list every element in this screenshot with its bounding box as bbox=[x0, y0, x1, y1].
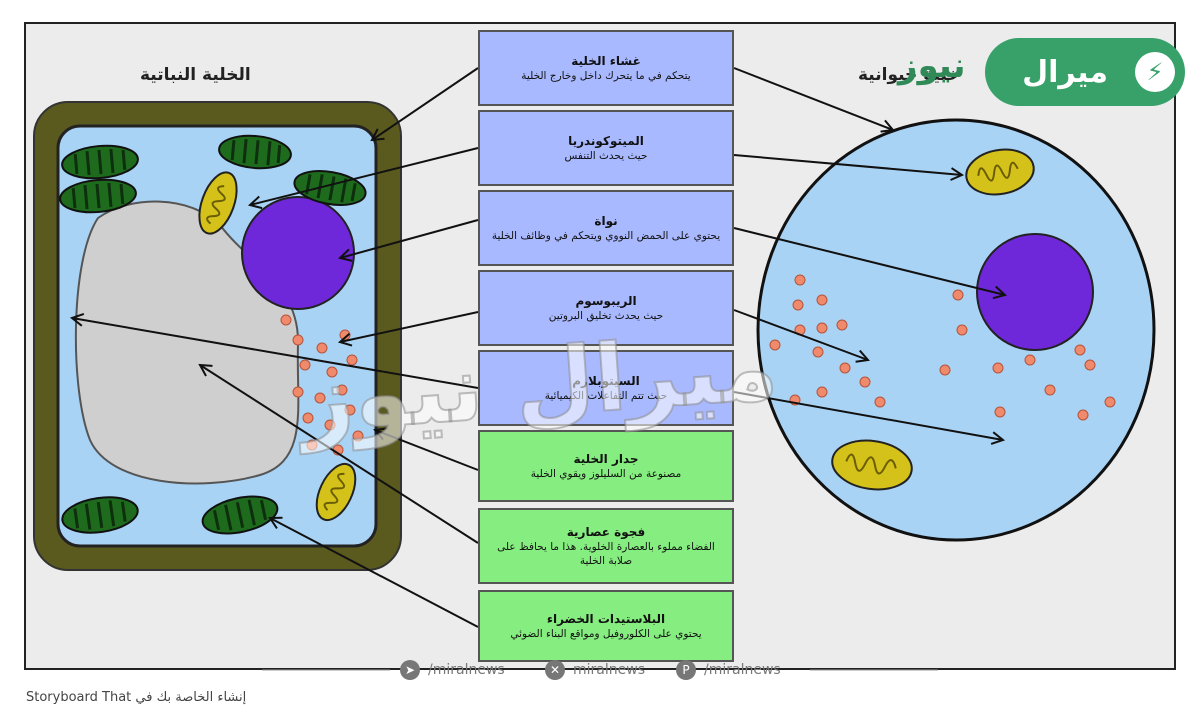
animal-cell-title: خلية حيوانية bbox=[858, 65, 960, 85]
logo-suffix: نيوز bbox=[898, 46, 966, 86]
social-pinterest[interactable]: P /miralnews bbox=[676, 660, 781, 680]
label-title: نواة bbox=[594, 213, 618, 228]
animal-cell-membrane bbox=[756, 118, 1156, 542]
label-cell-membrane: غشاء الخلية يتحكم في ما يتحرك داخل وخارج… bbox=[478, 30, 734, 106]
label-cytoplasm: السيتوبلازم حيث تتم التفاعلات الكيميائية bbox=[478, 350, 734, 426]
social-handle: miralnews bbox=[573, 662, 645, 678]
label-desc: الفضاء مملوء بالعصارة الخلوية. هذا ما يح… bbox=[497, 540, 715, 567]
animal-nucleus bbox=[976, 233, 1094, 351]
social-handle: /miralnews bbox=[428, 662, 505, 678]
label-title: الميتوكوندريا bbox=[568, 133, 644, 148]
label-title: الريبوسوم bbox=[575, 293, 637, 308]
logo-text: ميرال bbox=[1022, 54, 1108, 90]
plant-nucleus bbox=[241, 196, 355, 310]
label-desc: حيث يحدث التنفس bbox=[564, 149, 648, 162]
label-desc: يحتوي على الكلوروفيل ومواقع البناء الضوئ… bbox=[510, 627, 702, 640]
label-title: البلاستيدات الخضراء bbox=[546, 611, 666, 626]
twitter-icon: ✕ bbox=[545, 660, 565, 680]
label-desc: مصنوعة من السليلوز ويقوي الخلية bbox=[530, 467, 682, 480]
label-desc: يحتوي على الحمض النووي ويتحكم في وظائف ا… bbox=[491, 229, 721, 242]
label-ribosome: الريبوسوم حيث يحدث تخليق البروتين bbox=[478, 270, 734, 346]
label-cell-wall: جدار الخلية مصنوعة من السليلوز ويقوي الخ… bbox=[478, 430, 734, 502]
social-twitter[interactable]: ✕ miralnews bbox=[545, 660, 645, 680]
label-title: فجوة عصارية bbox=[566, 524, 646, 539]
label-desc: حيث تتم التفاعلات الكيميائية bbox=[544, 389, 668, 402]
footer-rules bbox=[262, 669, 938, 671]
pointer-arrows bbox=[72, 67, 1005, 628]
plant-cell-title: الخلية النباتية bbox=[140, 65, 251, 85]
telegram-icon: ➤ bbox=[400, 660, 420, 680]
label-nucleus: نواة يحتوي على الحمض النووي ويتحكم في وظ… bbox=[478, 190, 734, 266]
pinterest-icon: P bbox=[676, 660, 696, 680]
label-title: جدار الخلية bbox=[573, 451, 639, 466]
label-vacuole: فجوة عصارية الفضاء مملوء بالعصارة الخلوي… bbox=[478, 508, 734, 584]
animal-mitochondria bbox=[831, 148, 1035, 491]
brand-logo[interactable]: ميرال ⚡ bbox=[985, 38, 1185, 106]
label-desc: يتحكم في ما يتحرك داخل وخارج الخلية bbox=[521, 69, 691, 82]
plant-mitochondria bbox=[198, 171, 357, 522]
label-desc: حيث يحدث تخليق البروتين bbox=[548, 309, 664, 322]
lightning-icon: ⚡ bbox=[1135, 52, 1175, 92]
image-caption: Storyboard That إنشاء الخاصة بك في bbox=[26, 690, 247, 705]
social-handle: /miralnews bbox=[704, 662, 781, 678]
label-title: غشاء الخلية bbox=[571, 53, 641, 68]
social-telegram[interactable]: ➤ /miralnews bbox=[400, 660, 505, 680]
plant-chloroplasts bbox=[59, 134, 367, 535]
label-chloroplast: البلاستيدات الخضراء يحتوي على الكلوروفيل… bbox=[478, 590, 734, 662]
label-title: السيتوبلازم bbox=[572, 373, 640, 388]
label-mitochondria: الميتوكوندريا حيث يحدث التنفس bbox=[478, 110, 734, 186]
